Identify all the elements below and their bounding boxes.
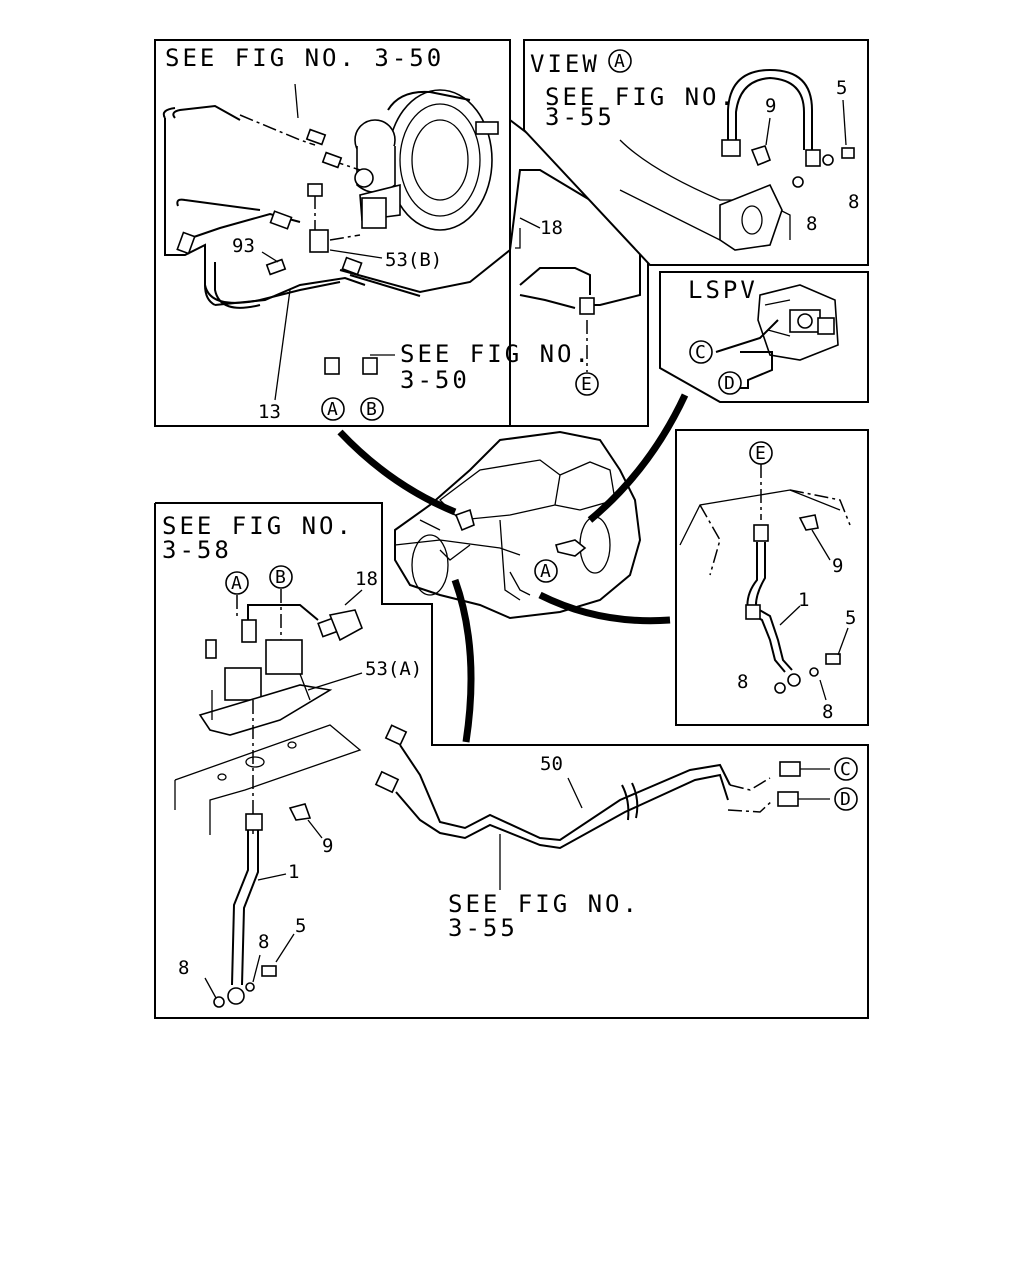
lower-part-1: 1 xyxy=(288,861,299,883)
view-a-part-9: 9 xyxy=(765,95,776,117)
view-a-panel: VIEW A SEE FIG NO. 3-55 9 5 8 8 xyxy=(523,39,869,266)
view-a-title: VIEW xyxy=(530,50,600,78)
lower-ref-line1: SEE FIG NO. xyxy=(162,512,354,540)
vehicle-outline: A xyxy=(394,430,642,620)
view-a-ref-line2: 3-55 xyxy=(545,103,615,131)
lower-part-50: 50 xyxy=(540,753,563,775)
view-a-hose xyxy=(727,68,813,150)
junction-block-53a xyxy=(198,609,364,736)
connector-rear-hose xyxy=(538,591,671,625)
lower-marker-d: D xyxy=(840,789,851,810)
lower-part-9: 9 xyxy=(322,835,333,857)
rear-hose-part-5: 5 xyxy=(845,607,856,629)
booster-part-18: 18 xyxy=(540,217,563,239)
booster-part-93: 93 xyxy=(232,235,255,257)
lspv-panel: LSPV C D xyxy=(659,271,869,403)
lower-part-8a: 8 xyxy=(258,931,269,953)
booster-marker-e-circle xyxy=(575,372,599,396)
rear-hose-line xyxy=(746,542,786,673)
lspv-marker-d: D xyxy=(724,373,735,394)
line-13-left xyxy=(164,118,216,306)
rear-hose-part-1: 1 xyxy=(798,589,809,611)
lspv-marker-c: C xyxy=(695,342,706,363)
lower-marker-d-circle xyxy=(834,787,858,811)
lower-part-53a: 53(A) xyxy=(365,658,422,680)
lower-part-8b: 8 xyxy=(178,957,189,979)
view-a-part-8b: 8 xyxy=(806,213,817,235)
booster-mid-ref-line1: SEE FIG NO. xyxy=(400,340,592,368)
booster-panel: SEE FIG NO. 3-50 xyxy=(154,39,649,427)
view-a-title-circle xyxy=(608,49,632,73)
lspv-title: LSPV xyxy=(688,276,758,304)
booster-part-53b: 53(B) xyxy=(385,249,442,271)
booster-marker-a-circle xyxy=(321,397,345,421)
vehicle-marker-a: A xyxy=(540,561,551,582)
lspv-valve xyxy=(757,284,839,361)
booster-marker-b-circle xyxy=(360,397,384,421)
lower-ref-line2: 3-58 xyxy=(162,536,232,564)
rear-hose-frame xyxy=(675,429,869,726)
brake-booster xyxy=(354,89,499,231)
lower-marker-b-circle xyxy=(269,565,293,589)
booster-marker-b: B xyxy=(366,399,377,420)
booster-marker-a: A xyxy=(327,399,338,420)
lower-ref2-line2: 3-55 xyxy=(448,914,518,942)
lspv-marker-c-circle xyxy=(689,340,713,364)
bolt-fittings xyxy=(176,128,595,375)
booster-part-13: 13 xyxy=(258,401,281,423)
view-a-part-5: 5 xyxy=(836,77,847,99)
booster-mid-ref-line2: 3-50 xyxy=(400,366,470,394)
vehicle-marker-a-circle xyxy=(534,559,558,583)
rear-hose-panel: E 9 1 5 8 8 xyxy=(675,429,869,726)
junction-block-53b xyxy=(309,229,329,253)
lower-part-5: 5 xyxy=(295,915,306,937)
booster-marker-e: E xyxy=(581,374,592,395)
lspv-marker-d-circle xyxy=(718,371,742,395)
line-50 xyxy=(399,744,731,842)
connector-booster xyxy=(337,429,457,516)
lower-hose-1 xyxy=(231,830,249,986)
rear-hose-part-8a: 8 xyxy=(737,671,748,693)
rear-hose-part-8b: 8 xyxy=(822,701,833,723)
lower-marker-a-circle xyxy=(225,571,249,595)
lower-panel: SEE FIG NO. 3-58 A B 18 53(A) xyxy=(154,502,869,1019)
lower-marker-a: A xyxy=(231,573,242,594)
master-cylinder-bracket xyxy=(361,197,387,229)
rear-hose-part-9: 9 xyxy=(832,555,843,577)
lower-part-18: 18 xyxy=(355,568,378,590)
lower-marker-c-circle xyxy=(834,757,858,781)
lower-marker-c: C xyxy=(840,759,851,780)
lower-ref2-line1: SEE FIG NO. xyxy=(448,890,640,918)
view-a-ref-line1: SEE FIG NO. xyxy=(545,83,737,111)
view-a-title-marker: A xyxy=(614,51,625,72)
rear-hose-marker-e: E xyxy=(755,443,766,464)
connector-lower xyxy=(451,578,475,743)
booster-ref-label: SEE FIG NO. 3-50 xyxy=(165,44,444,72)
vehicle-arrow xyxy=(555,539,587,557)
lower-marker-b: B xyxy=(275,567,286,588)
connector-lspv xyxy=(587,393,689,523)
view-a-part-8a: 8 xyxy=(848,191,859,213)
